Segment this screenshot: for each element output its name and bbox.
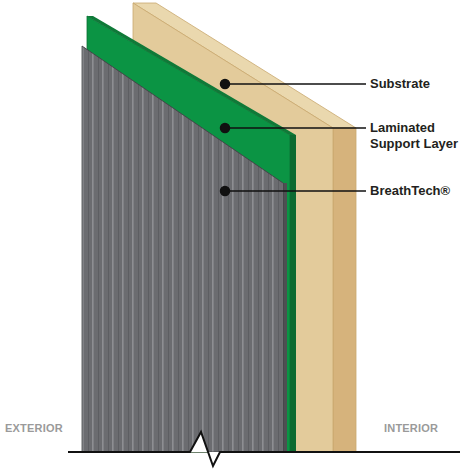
side-label: INTERIOR — [384, 421, 464, 435]
part-label: Substrate — [370, 76, 470, 92]
part-label: BreathTech® — [370, 183, 470, 199]
substrate-edge — [333, 128, 356, 452]
leader-line — [225, 83, 366, 85]
membrane-face — [82, 46, 283, 452]
break-line — [68, 432, 460, 466]
part-label: Laminated Support Layer — [370, 120, 470, 152]
side-label: EXTERIOR — [5, 421, 85, 435]
membrane-edge — [82, 46, 287, 452]
leader-line — [225, 190, 366, 192]
leader-dot — [221, 80, 230, 89]
leader-dot — [221, 124, 230, 133]
support-layer-edge — [290, 135, 296, 452]
leader-dot — [221, 187, 230, 196]
leader-line — [225, 127, 366, 129]
